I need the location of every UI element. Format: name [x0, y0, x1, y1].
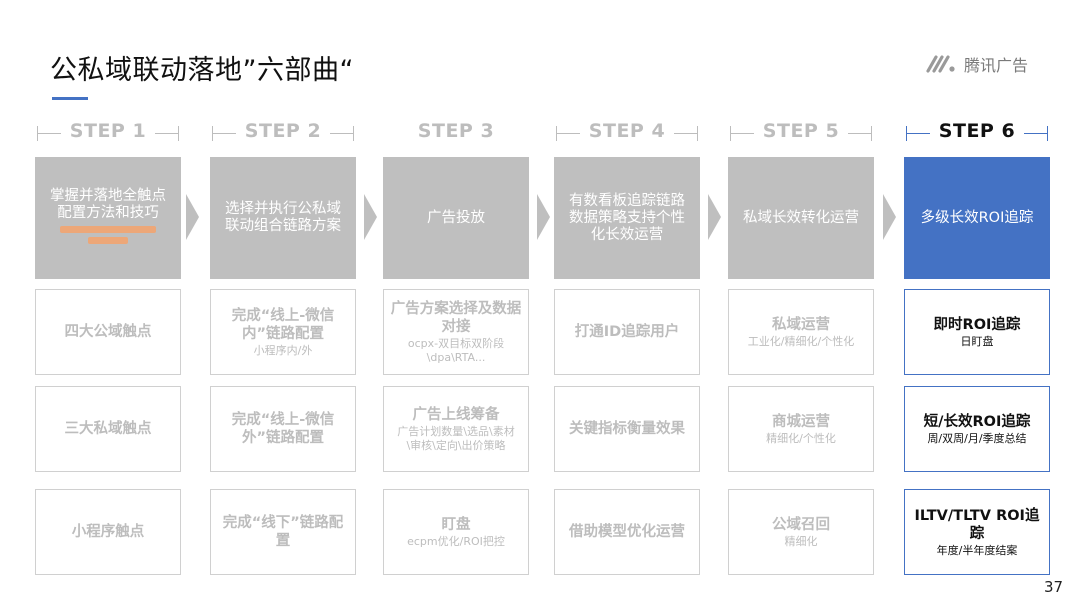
step-label-1: STEP 1 [35, 118, 181, 148]
step-3-cell-2: 广告上线筹备 广告计划数量\选品\素材\审核\定向\出价策略 [383, 386, 529, 472]
step-label-2: STEP 2 [210, 118, 356, 148]
step-5-cell-2: 商城运营 精细化/个性化 [728, 386, 874, 472]
logo: 腾讯广告 [926, 52, 1028, 76]
step-1-cell-3: 小程序触点 [35, 489, 181, 575]
step-5-cell-3: 公域召回 精细化 [728, 489, 874, 575]
step-head-text: 私域长效转化运营 [743, 209, 859, 226]
step-4-cell-3: 借助模型优化运营 [554, 489, 700, 575]
step-label-4: STEP 4 [554, 118, 700, 148]
step-6-cell-2: 短/长效ROI追踪 周/双周/月/季度总结 [904, 386, 1050, 472]
page-title: 公私域联动落地”六部曲“ [50, 55, 354, 86]
tencent-ads-logo-icon [926, 55, 955, 73]
step-label-text: STEP 6 [938, 120, 1016, 142]
page-number: 37 [1044, 578, 1064, 596]
step-label-5: STEP 5 [728, 118, 874, 148]
chevron-right-icon [883, 194, 896, 240]
step-head-text: 有数看板追踪链路数据策略支持个性化长效运营 [569, 192, 685, 243]
step-label-3: STEP 3 [383, 118, 529, 148]
step-head-subtext [58, 224, 158, 249]
chevron-right-icon [364, 194, 377, 240]
step-3-cell-1: 广告方案选择及数据对接 ocpx-双目标双阶段\dpa\RTA... [383, 289, 529, 375]
step-label-text: STEP 5 [762, 120, 840, 142]
title-underline [52, 97, 88, 100]
step-6-cell-3: ILTV/TLTV ROI追踪 年度/半年度结案 [904, 489, 1050, 575]
step-head-2: 选择并执行公私域联动组合链路方案 [210, 157, 356, 279]
step-5-cell-1: 私域运营 工业化/精细化/个性化 [728, 289, 874, 375]
step-label-text: STEP 1 [69, 120, 147, 142]
blurred-subtext-icon [60, 225, 156, 244]
step-head-1: 掌握并落地全触点配置方法和技巧 [35, 157, 181, 279]
step-head-text: 选择并执行公私域联动组合链路方案 [225, 201, 341, 234]
step-label-6: STEP 6 [904, 118, 1050, 148]
step-head-text: 多级长效ROI追踪 [920, 209, 1034, 226]
step-1-cell-1: 四大公域触点 [35, 289, 181, 375]
step-head-text: 掌握并落地全触点配置方法和技巧 [50, 187, 166, 221]
step-head-5: 私域长效转化运营 [728, 157, 874, 279]
step-4-cell-2: 关键指标衡量效果 [554, 386, 700, 472]
logo-text: 腾讯广告 [964, 56, 1029, 75]
step-label-text: STEP 2 [244, 120, 322, 142]
step-head-3: 广告投放 [383, 157, 529, 279]
chevron-right-icon [186, 194, 199, 240]
chevron-right-icon [708, 194, 721, 240]
step-2-cell-2: 完成“线上-微信外”链路配置 [210, 386, 356, 472]
step-1-cell-2: 三大私域触点 [35, 386, 181, 472]
step-label-text: STEP 4 [588, 120, 666, 142]
step-head-text: 广告投放 [427, 209, 485, 226]
step-4-cell-1: 打通ID追踪用户 [554, 289, 700, 375]
step-6-cell-1: 即时ROI追踪 日盯盘 [904, 289, 1050, 375]
step-2-cell-1: 完成“线上-微信内”链路配置 小程序内/外 [210, 289, 356, 375]
step-3-cell-3: 盯盘 ecpm优化/ROI把控 [383, 489, 529, 575]
step-label-text: STEP 3 [417, 120, 495, 142]
step-head-6: 多级长效ROI追踪 [904, 157, 1050, 279]
chevron-right-icon [537, 194, 550, 240]
step-head-4: 有数看板追踪链路数据策略支持个性化长效运营 [554, 157, 700, 279]
step-2-cell-3: 完成“线下”链路配置 [210, 489, 356, 575]
